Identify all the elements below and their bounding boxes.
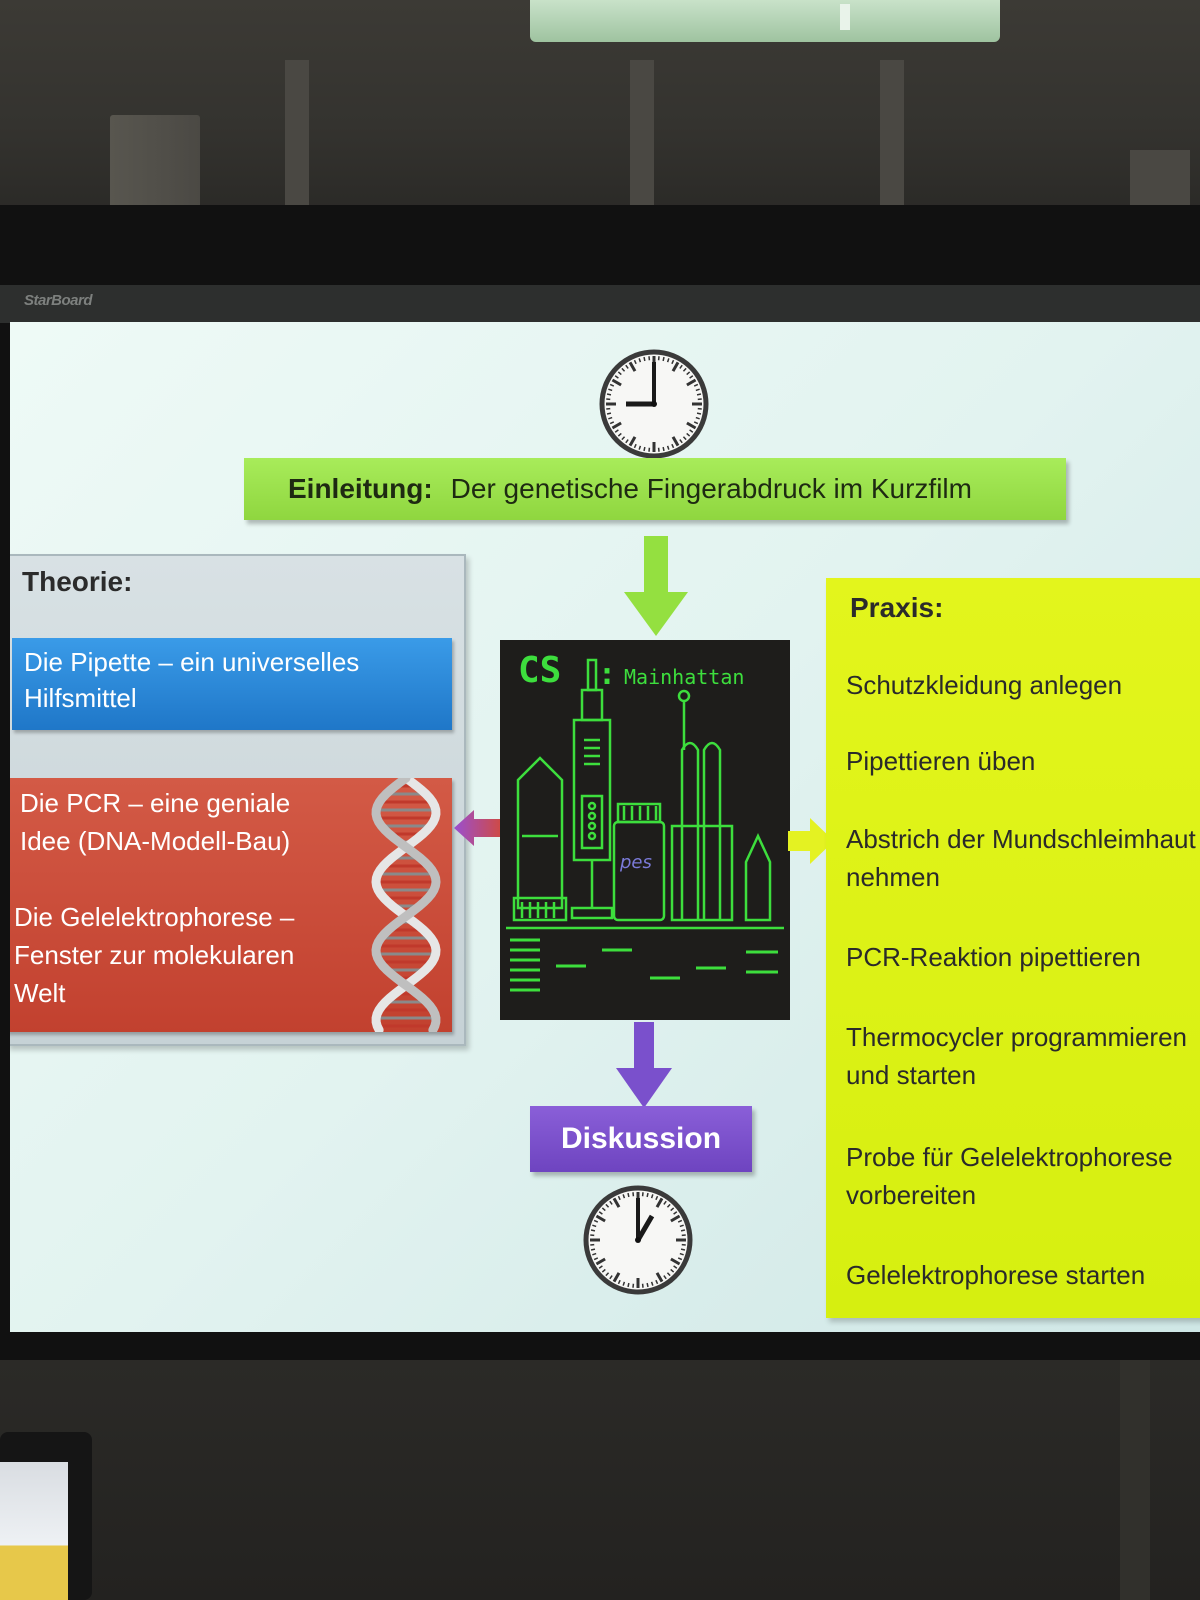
praxis-item: Abstrich der Mundschleimhaut nehmen — [846, 820, 1200, 896]
floor-area — [0, 1360, 1200, 1600]
praxis-item: Gelelektrophorese starten — [846, 1256, 1200, 1294]
gel-line-1: Die Gelelektrophorese – — [14, 902, 295, 932]
board-brand: StarBoard — [24, 292, 93, 309]
praxis-panel: Praxis: Schutzkleidung anlegen Pipettier… — [826, 578, 1200, 1318]
theory-title: Theorie: — [22, 566, 133, 597]
floor-post — [1120, 1360, 1150, 1600]
whiteboard-top-strip — [0, 285, 1200, 323]
pcr-line-1: Die PCR – eine geniale — [20, 788, 291, 818]
praxis-line: Gelelektrophorese starten — [846, 1260, 1146, 1290]
clock-icon — [599, 349, 709, 459]
wall-post — [630, 60, 654, 220]
dna-helix-icon — [371, 778, 441, 1032]
logo-colon: : — [598, 657, 616, 692]
gel-line-2: Fenster zur molekularen — [14, 940, 295, 970]
praxis-line: PCR-Reaktion pipettieren — [846, 942, 1141, 972]
arrow-right-icon — [788, 818, 834, 864]
praxis-line: nehmen — [846, 862, 940, 892]
logo-badge: pes — [619, 852, 652, 873]
clock-icon — [583, 1185, 693, 1295]
logo-name: Mainhattan — [624, 665, 744, 689]
praxis-line: vorbereiten — [846, 1180, 977, 1210]
pcr-line-2: Idee (DNA-Modell-Bau) — [20, 826, 291, 856]
praxis-item: Schutzkleidung anlegen — [846, 666, 1200, 704]
gel-line-3: Welt — [14, 978, 66, 1008]
praxis-item: Thermocycler programmieren und starten — [846, 1018, 1200, 1094]
wall-post — [880, 60, 904, 220]
praxis-line: Abstrich der Mundschleimhaut — [846, 824, 1196, 854]
tablet-screen — [0, 1462, 68, 1600]
discussion-box: Diskussion — [530, 1106, 752, 1172]
theory-pcr-card: Die PCR – eine geniale Idee (DNA-Modell-… — [10, 778, 452, 1032]
intro-label: Einleitung: — [288, 473, 433, 504]
pipette-line-2: Hilfsmittel — [24, 683, 137, 713]
cs-mainhattan-logo: CS : Mainhattan — [500, 640, 790, 1020]
intro-text: Der genetische Fingerabdruck im Kurzfilm — [450, 473, 972, 504]
praxis-item: Pipettieren üben — [846, 742, 1200, 780]
praxis-item: PCR-Reaktion pipettieren — [846, 938, 1200, 976]
praxis-title: Praxis: — [850, 592, 944, 623]
praxis-line: Pipettieren üben — [846, 746, 1036, 776]
logo-cs: CS — [518, 650, 561, 691]
praxis-line: Schutzkleidung anlegen — [846, 670, 1123, 700]
praxis-line: und starten — [846, 1060, 977, 1090]
praxis-item: Probe für Gelelektrophorese vorbereiten — [846, 1138, 1200, 1214]
projector — [530, 0, 1000, 42]
intro-bar: Einleitung: Der genetische Fingerabdruck… — [244, 458, 1066, 520]
wall-post — [285, 60, 309, 220]
theory-pipette-card: Die Pipette – ein universelles Hilfsmitt… — [12, 638, 452, 730]
arrow-down-icon — [616, 1022, 672, 1108]
projected-slide: Einleitung: Der genetische Fingerabdruck… — [10, 322, 1200, 1332]
arrow-left-icon — [454, 810, 504, 846]
pipette-line-1: Die Pipette – ein universelles — [24, 647, 360, 677]
arrow-down-icon — [624, 536, 688, 636]
wall-outlet-box — [110, 115, 200, 210]
praxis-line: Thermocycler programmieren — [846, 1022, 1187, 1052]
theory-panel: Theorie: Die Pipette – ein universelles … — [10, 554, 466, 1046]
praxis-line: Probe für Gelelektrophorese — [846, 1142, 1173, 1172]
